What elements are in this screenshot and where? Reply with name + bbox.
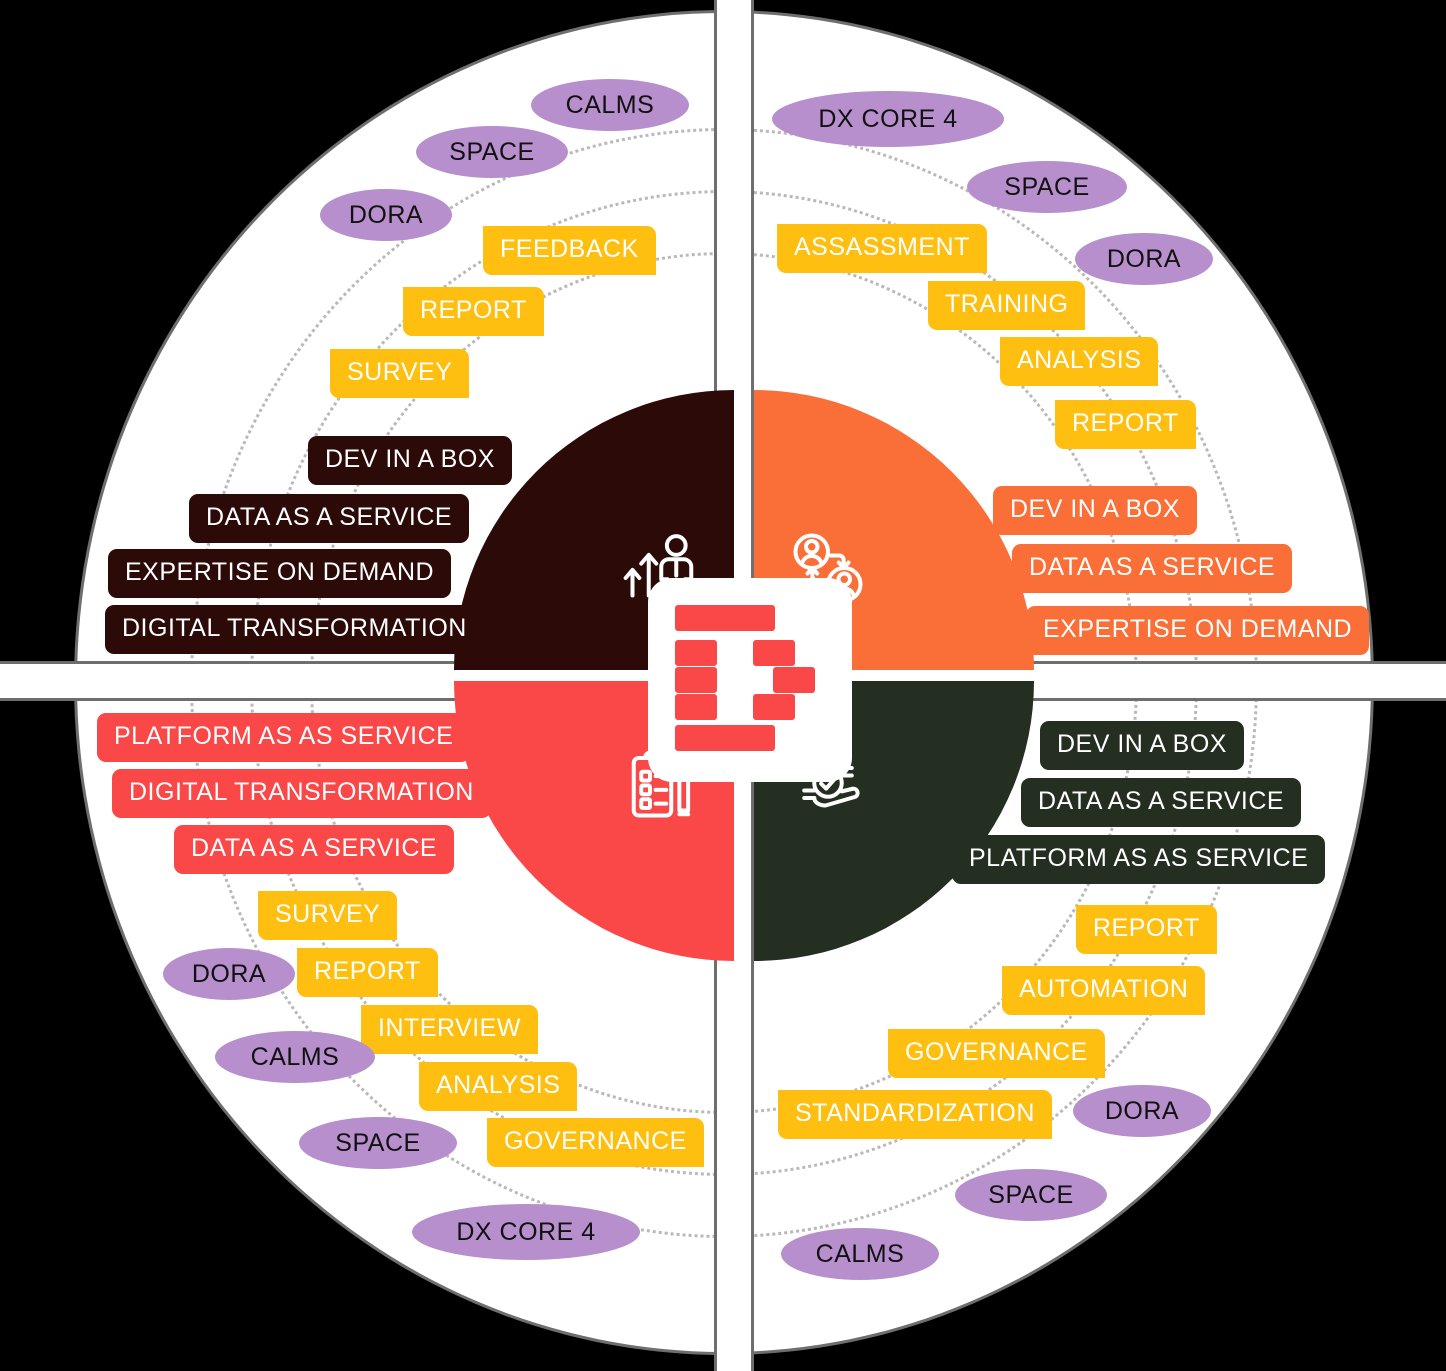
pill-label: ANALYSIS [1017,346,1142,374]
activity-pill-analysis-bl[interactable]: ANALYSIS [419,1062,578,1111]
service-pill-platform-as-as-service-br[interactable]: PLATFORM AS AS SERVICE [952,835,1326,884]
ellipse-label: DX CORE 4 [456,1217,596,1246]
activity-pill-governance-bl[interactable]: GOVERNANCE [487,1118,704,1167]
framework-ellipse-dora-tr[interactable]: DORA [1075,233,1213,285]
framework-ellipse-space-tr[interactable]: SPACE [967,161,1127,213]
service-pill-data-as-a-service-tr[interactable]: DATA AS A SERVICE [1012,544,1293,593]
framework-ellipse-space-tl[interactable]: SPACE [416,126,568,178]
pill-label: AUTOMATION [1019,975,1189,1003]
framework-ellipse-dora-br[interactable]: DORA [1073,1085,1211,1137]
ellipse-label: DX CORE 4 [818,104,958,133]
pill-label: SURVEY [275,900,381,928]
framework-ellipse-calms-br[interactable]: CALMS [781,1228,939,1280]
framework-ellipse-calms-bl[interactable]: CALMS [215,1031,375,1083]
pill-label: SURVEY [347,358,453,386]
service-pill-digital-transformation-tl[interactable]: DIGITAL TRANSFORMATION [105,605,484,654]
pill-label: DIGITAL TRANSFORMATION [129,778,474,806]
pill-label: REPORT [314,957,421,985]
ellipse-label: SPACE [1004,172,1090,201]
service-pill-platform-as-as-service-bl[interactable]: PLATFORM AS AS SERVICE [97,713,471,762]
pill-label: INTERVIEW [378,1014,521,1042]
pill-label: DATA AS A SERVICE [1038,787,1285,815]
pill-label: DATA AS A SERVICE [1029,553,1276,581]
activity-pill-report-tl[interactable]: REPORT [403,287,544,336]
pill-label: DIGITAL TRANSFORMATION [122,614,467,642]
ellipse-label: CALMS [250,1042,340,1071]
ellipse-label: SPACE [988,1180,1074,1209]
pill-label: DEV IN A BOX [1057,730,1227,758]
pill-label: EXPERTISE ON DEMAND [1043,615,1353,643]
service-pill-data-as-a-service-br[interactable]: DATA AS A SERVICE [1021,778,1302,827]
pill-label: REPORT [1093,914,1200,942]
ellipse-label: DORA [348,200,424,229]
framework-ellipse-dora-bl[interactable]: DORA [163,948,295,1000]
activity-pill-analysis-tr[interactable]: ANALYSIS [1000,337,1159,386]
ellipse-label: CALMS [565,90,655,119]
pill-label: STANDARDIZATION [795,1099,1035,1127]
pill-label: DATA AS A SERVICE [191,834,438,862]
pill-label: FEEDBACK [500,235,639,263]
pill-label: GOVERNANCE [504,1127,687,1155]
logo-glyph [675,605,825,755]
activity-pill-survey-tl[interactable]: SURVEY [330,349,470,398]
ellipse-label: DORA [1104,1096,1180,1125]
activity-pill-assassment-tr[interactable]: ASSASSMENT [777,224,987,273]
pill-label: REPORT [1072,409,1179,437]
pill-label: GOVERNANCE [905,1038,1088,1066]
pill-label: ANALYSIS [436,1071,561,1099]
framework-ellipse-dora-tl[interactable]: DORA [320,189,452,241]
framework-ellipse-space-bl[interactable]: SPACE [299,1117,457,1169]
service-pill-dev-in-a-box-br[interactable]: DEV IN A BOX [1040,721,1244,770]
pill-label: PLATFORM AS AS SERVICE [114,722,454,750]
pill-label: EXPERTISE ON DEMAND [125,558,435,586]
framework-ellipse-dx-core-4-tr[interactable]: DX CORE 4 [772,91,1004,147]
ellipse-label: DORA [191,959,267,988]
company-logo[interactable] [648,578,852,782]
service-pill-expertise-on-demand-tl[interactable]: EXPERTISE ON DEMAND [108,549,452,598]
ellipse-label: CALMS [815,1239,905,1268]
pill-label: DEV IN A BOX [1010,495,1180,523]
pill-label: TRAINING [945,290,1069,318]
activity-pill-standardization-br[interactable]: STANDARDIZATION [778,1090,1052,1139]
activity-pill-interview-bl[interactable]: INTERVIEW [361,1005,538,1054]
activity-pill-survey-bl[interactable]: SURVEY [258,891,398,940]
activity-pill-governance-br[interactable]: GOVERNANCE [888,1029,1105,1078]
service-pill-digital-transformation-bl[interactable]: DIGITAL TRANSFORMATION [112,769,491,818]
framework-ellipse-space-br[interactable]: SPACE [955,1169,1107,1221]
ellipse-label: SPACE [335,1128,421,1157]
framework-ellipse-dx-core-4-bl[interactable]: DX CORE 4 [412,1204,640,1260]
service-pill-dev-in-a-box-tl[interactable]: DEV IN A BOX [308,436,512,485]
pill-label: PLATFORM AS AS SERVICE [969,844,1309,872]
activity-pill-report-bl[interactable]: REPORT [297,948,438,997]
activity-pill-report-tr[interactable]: REPORT [1055,400,1196,449]
service-pill-dev-in-a-box-tr[interactable]: DEV IN A BOX [993,486,1197,535]
activity-pill-report-br[interactable]: REPORT [1076,905,1217,954]
ellipse-label: DORA [1106,244,1182,273]
activity-pill-feedback-tl[interactable]: FEEDBACK [483,226,656,275]
pill-label: REPORT [420,296,527,324]
ellipse-label: SPACE [449,137,535,166]
activity-pill-automation-br[interactable]: AUTOMATION [1002,966,1206,1015]
pill-label: DEV IN A BOX [325,445,495,473]
pill-label: ASSASSMENT [794,233,970,261]
pill-label: DATA AS A SERVICE [206,503,453,531]
service-pill-data-as-a-service-tl[interactable]: DATA AS A SERVICE [189,494,470,543]
activity-pill-training-tr[interactable]: TRAINING [928,281,1086,330]
framework-ellipse-calms-tl[interactable]: CALMS [531,79,689,131]
service-pill-data-as-a-service-bl[interactable]: DATA AS A SERVICE [174,825,455,874]
service-pill-expertise-on-demand-tr[interactable]: EXPERTISE ON DEMAND [1026,606,1370,655]
